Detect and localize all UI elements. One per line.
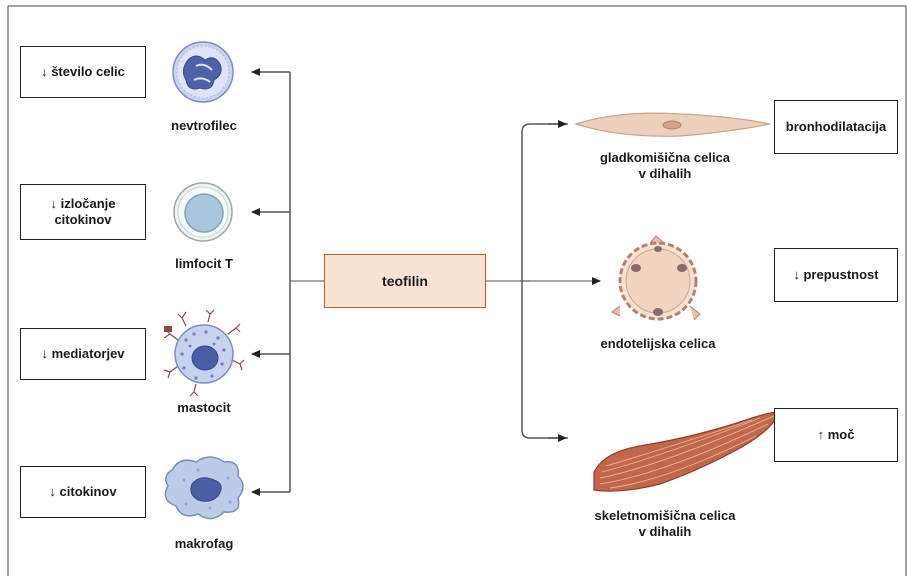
effect-label: ↓ izločanje citokinov (50, 196, 115, 228)
mastocit-icon (164, 310, 244, 396)
right-connectors (486, 124, 600, 438)
cell-label-makrofag: makrofag (175, 536, 234, 552)
effect-box-bronhodilatacija: bronhodilatacija (774, 100, 898, 154)
cell-label-nevtrofilec: nevtrofilec (171, 118, 237, 134)
cell-label-skeletnomisicna: skeletnomišična celica v dihalih (595, 508, 736, 540)
teofilin-label: teofilin (382, 273, 428, 289)
effect-box-mediatorjev: ↓ mediatorjev (20, 328, 146, 380)
effect-box-citokinov: ↓ citokinov (20, 466, 146, 518)
limfocit-icon (174, 183, 232, 241)
effect-box-prepustnost: ↓ prepustnost (774, 248, 898, 302)
cell-label-endotelijska: endotelijska celica (601, 336, 716, 352)
effect-label: ↓ mediatorjev (41, 346, 124, 362)
endotelijska-celica-icon (612, 236, 700, 320)
effect-label: ↓ število celic (41, 64, 125, 80)
makrofag-icon (165, 457, 243, 519)
cell-label-gladkomisicna: gladkomišična celica v dihalih (600, 150, 730, 182)
effect-label: bronhodilatacija (786, 119, 886, 135)
nevtrofilec-icon (173, 42, 233, 102)
effect-label: ↓ citokinov (49, 484, 116, 500)
effect-box-izlocanje-citokinov: ↓ izločanje citokinov (20, 184, 146, 240)
effect-label: ↑ moč (818, 427, 855, 443)
effect-box-moc: ↑ moč (774, 408, 898, 462)
cell-label-mastocit: mastocit (177, 400, 230, 416)
teofilin-box: teofilin (324, 254, 486, 308)
cell-label-limfocit: limfocit T (175, 256, 233, 272)
skeletnomisicna-celica-icon (594, 412, 780, 491)
left-connectors (252, 72, 324, 492)
effect-box-stevilo-celic: ↓ število celic (20, 46, 146, 98)
effect-label: ↓ prepustnost (793, 267, 878, 283)
gladkomisicna-celica-icon (576, 113, 770, 136)
